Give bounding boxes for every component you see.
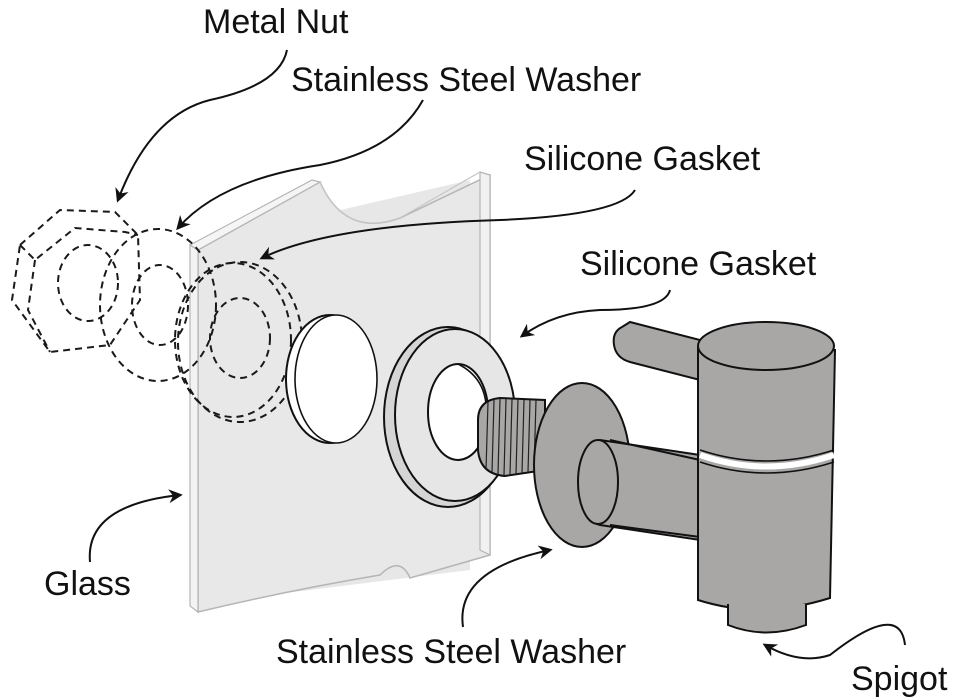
label-spigot: Spigot — [851, 660, 948, 698]
threaded-stem — [477, 396, 546, 478]
label-stainless-steel-washer-bottom: Stainless Steel Washer — [276, 633, 626, 671]
leader-lines — [88, 49, 906, 660]
glass-hole — [285, 314, 378, 444]
leader-silicone-gasket-mid — [519, 289, 671, 338]
leader-steel-washer-bottom — [461, 545, 553, 628]
spigot — [577, 320, 837, 634]
leader-metal-nut — [115, 49, 288, 203]
label-silicone-gasket-top: Silicone Gasket — [524, 140, 761, 178]
label-stainless-steel-washer-top: Stainless Steel Washer — [291, 61, 641, 99]
steel-washer-dashed — [99, 228, 217, 382]
metal-nut-dashed — [10, 208, 142, 354]
label-glass: Glass — [44, 565, 131, 603]
leader-silicone-gasket-top — [259, 189, 636, 260]
leader-spigot — [762, 623, 906, 660]
label-silicone-gasket-mid: Silicone Gasket — [580, 245, 817, 283]
leader-steel-washer-top — [176, 99, 424, 231]
label-metal-nut: Metal Nut — [203, 3, 349, 41]
leader-glass — [88, 489, 183, 563]
